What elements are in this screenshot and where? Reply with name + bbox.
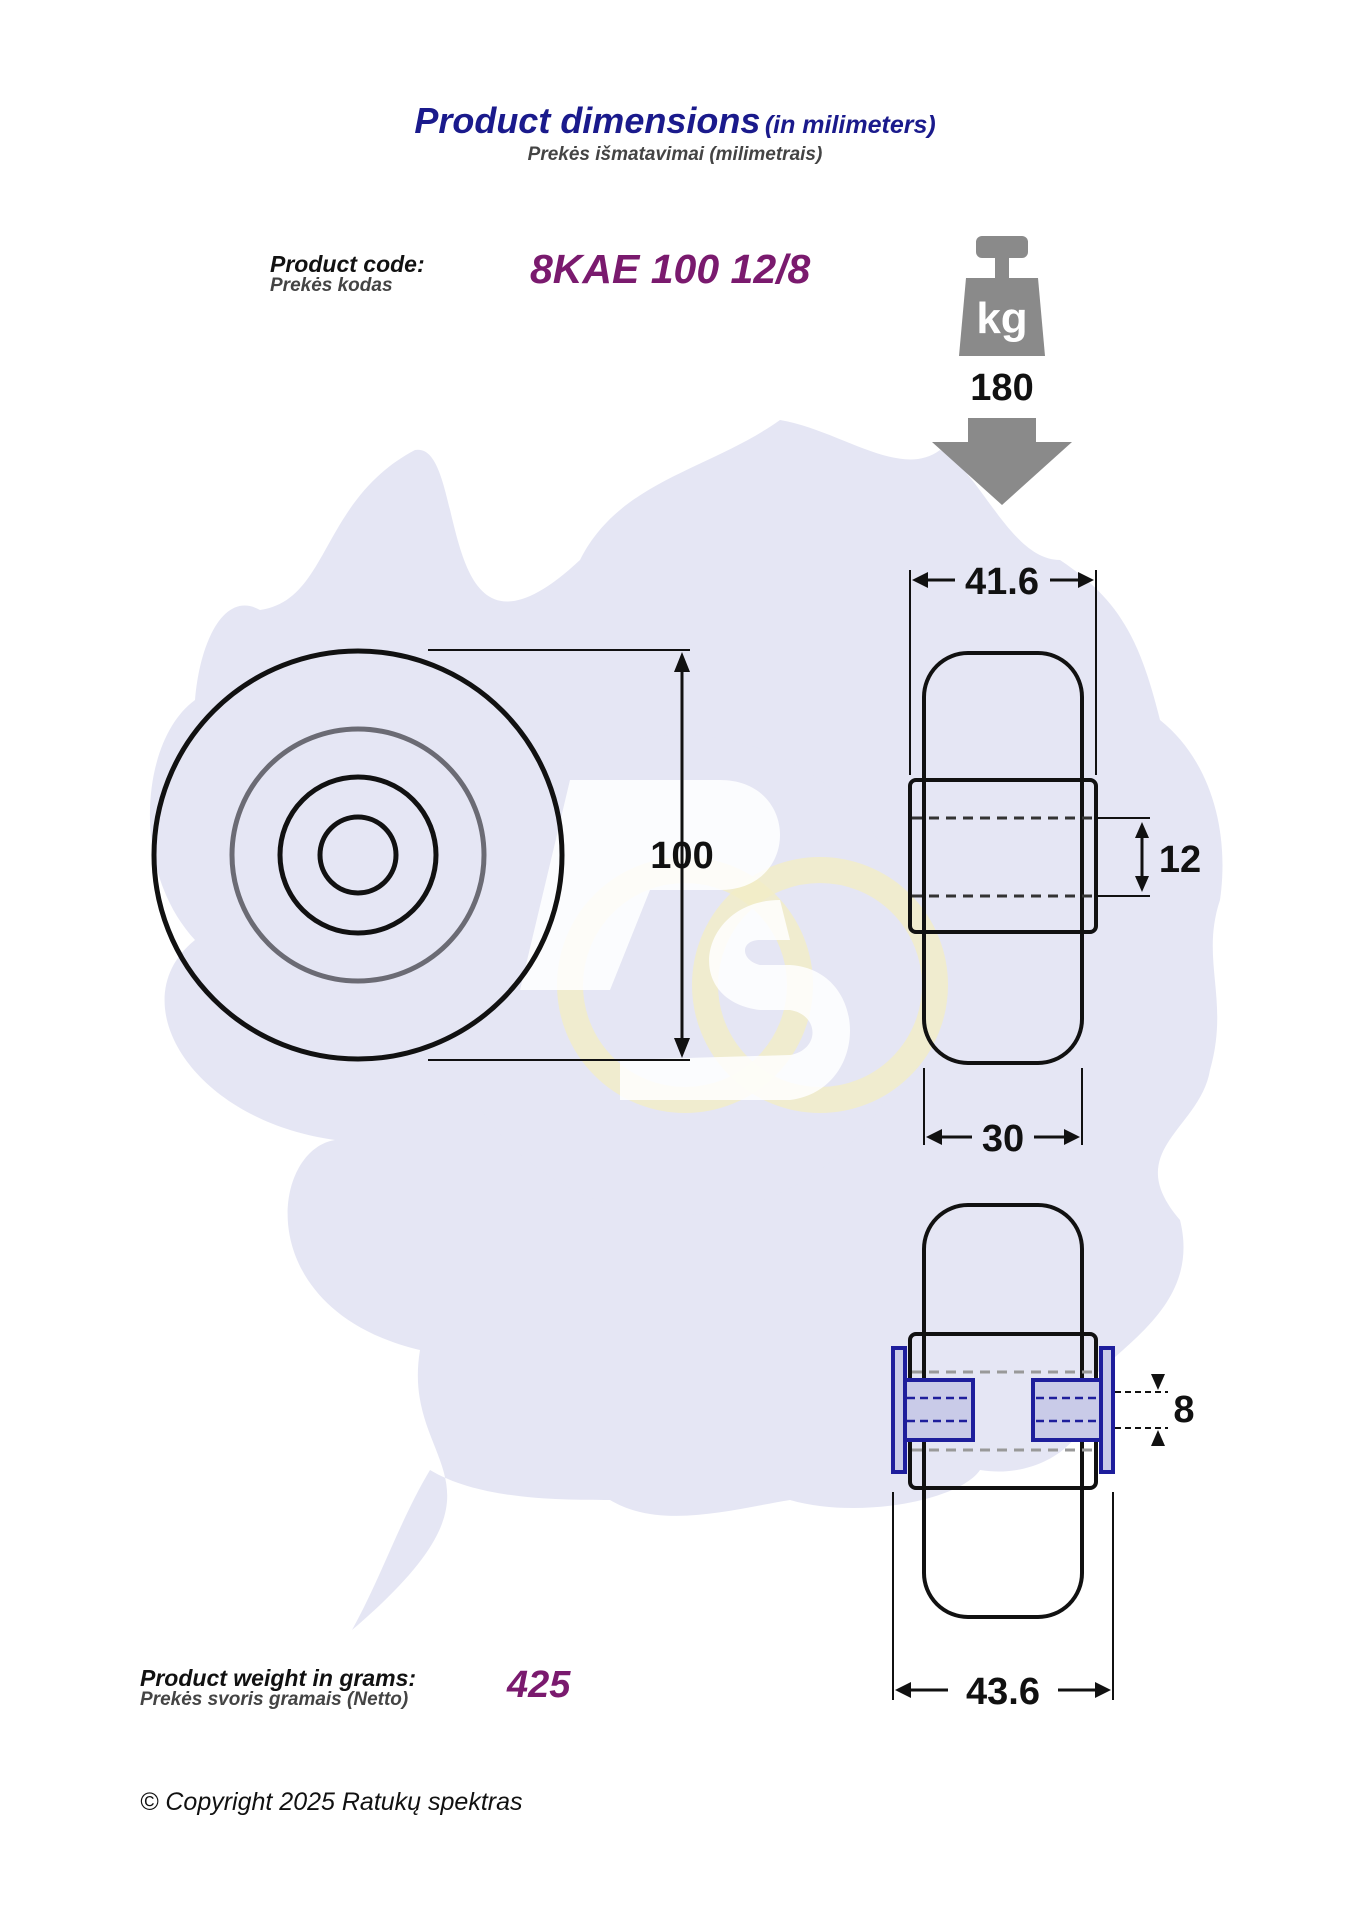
axle-dimension	[1115, 1374, 1168, 1446]
diameter-dimension	[428, 649, 690, 1061]
wheel-width-dimension	[923, 1068, 1083, 1145]
watermark-letter-r	[520, 780, 780, 990]
axle-label: 8	[1173, 1389, 1194, 1431]
total-width-dimension	[909, 570, 1097, 775]
bushing-width-label: 43.6	[966, 1671, 1040, 1713]
page-title-unit: (in milimeters)	[764, 111, 936, 139]
bushing-width-dimension	[892, 1492, 1114, 1700]
kg-icon-text: kg	[976, 294, 1027, 343]
bore-dimension	[1096, 817, 1150, 897]
total-width-label: 41.6	[965, 561, 1039, 603]
weight-label-lt: Prekės svoris gramais (Netto)	[140, 1689, 409, 1710]
watermark-ring-right	[692, 857, 948, 1113]
watermark-logo	[149, 420, 1223, 1630]
page-subtitle: Prekės išmatavimai (milimetrais)	[527, 144, 823, 165]
wheel-outer-circle	[151, 648, 565, 1062]
diameter-label: 100	[650, 835, 713, 877]
load-capacity-value: 180	[970, 367, 1033, 409]
load-arrow-icon	[932, 418, 1072, 505]
watermark-letter-s	[620, 900, 850, 1100]
product-code-value: 8KAE 100 12/8	[530, 246, 811, 292]
weight-label: Product weight in grams:	[140, 1665, 417, 1691]
product-code-label: Product code:	[270, 251, 425, 277]
wheel-side-body	[922, 651, 1084, 1065]
bushing-left	[891, 1346, 975, 1474]
wheel-side-view	[908, 651, 1098, 1065]
product-code-label-lt: Prekės kodas	[270, 275, 393, 296]
load-weight-icon: kg	[959, 236, 1045, 356]
wheel-rim-circle	[229, 726, 487, 984]
wheel-hub-circle	[277, 774, 439, 936]
wheel-side-hub	[908, 778, 1098, 934]
wheel-bore-circle	[317, 814, 399, 896]
bore-label: 12	[1159, 839, 1201, 881]
wheel-width-label: 30	[982, 1118, 1024, 1160]
page-title: Product dimensions	[414, 100, 761, 141]
wheel-front-view	[151, 648, 565, 1062]
bushing-right	[1031, 1346, 1115, 1474]
copyright-text: © Copyright 2025 Ratukų spektras	[140, 1788, 523, 1816]
weight-label-block: Product weight in grams: Prekės svoris g…	[140, 1666, 416, 1710]
header: Product dimensions (in milimeters) Prekė…	[0, 100, 1350, 166]
weight-value: 425	[507, 1664, 571, 1706]
product-code-label-block: Product code: Prekės kodas	[270, 252, 425, 296]
